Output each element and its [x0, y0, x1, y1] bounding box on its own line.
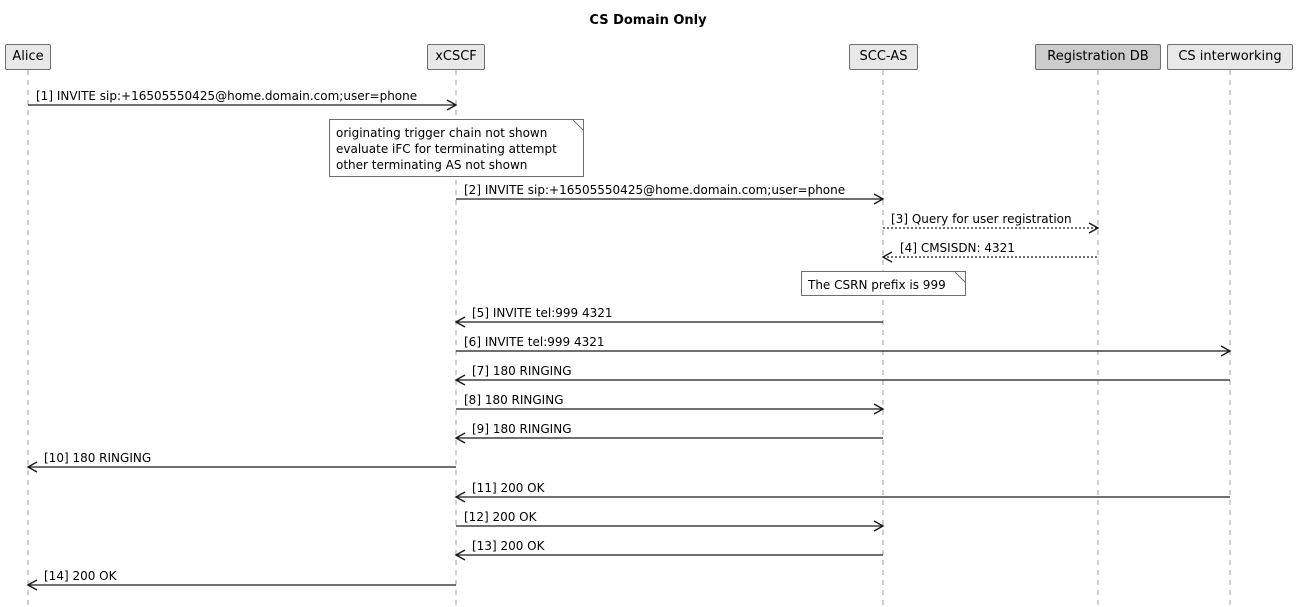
message-label-2: [2] INVITE sip:+16505550425@home.domain.…	[464, 183, 846, 197]
message-label-10: [10] 180 RINGING	[44, 451, 152, 465]
participant-sccas[interactable]: SCC-AS	[849, 44, 918, 70]
participant-xcscf[interactable]: xCSCF	[427, 44, 485, 70]
note-originating-trigger: originating trigger chain not shown eval…	[329, 119, 584, 177]
message-label-5: [5] INVITE tel:999 4321	[472, 306, 613, 320]
message-label-1: [1] INVITE sip:+16505550425@home.domain.…	[36, 89, 418, 103]
message-label-11: [11] 200 OK	[472, 481, 545, 495]
note-csrn-prefix-fold-line-icon	[955, 272, 966, 283]
note-csrn-prefix: The CSRN prefix is 999	[801, 271, 966, 296]
note-originating-trigger-fold-line-icon	[573, 120, 584, 131]
message-label-13: [13] 200 OK	[472, 539, 545, 553]
message-label-8: [8] 180 RINGING	[464, 393, 564, 407]
participant-regdb[interactable]: Registration DB	[1035, 44, 1161, 70]
participant-csinterwork[interactable]: CS interworking	[1167, 44, 1293, 70]
message-label-3: [3] Query for user registration	[891, 212, 1072, 226]
message-label-14: [14] 200 OK	[44, 569, 117, 583]
message-label-6: [6] INVITE tel:999 4321	[464, 335, 605, 349]
message-label-7: [7] 180 RINGING	[472, 364, 572, 378]
diagram-title: CS Domain Only	[589, 13, 707, 28]
participant-alice[interactable]: Alice	[5, 44, 51, 70]
message-arrows-group	[26, 99, 1232, 591]
message-label-12: [12] 200 OK	[464, 510, 537, 524]
message-label-9: [9] 180 RINGING	[472, 422, 572, 436]
message-label-4: [4] CMSISDN: 4321	[900, 241, 1015, 255]
